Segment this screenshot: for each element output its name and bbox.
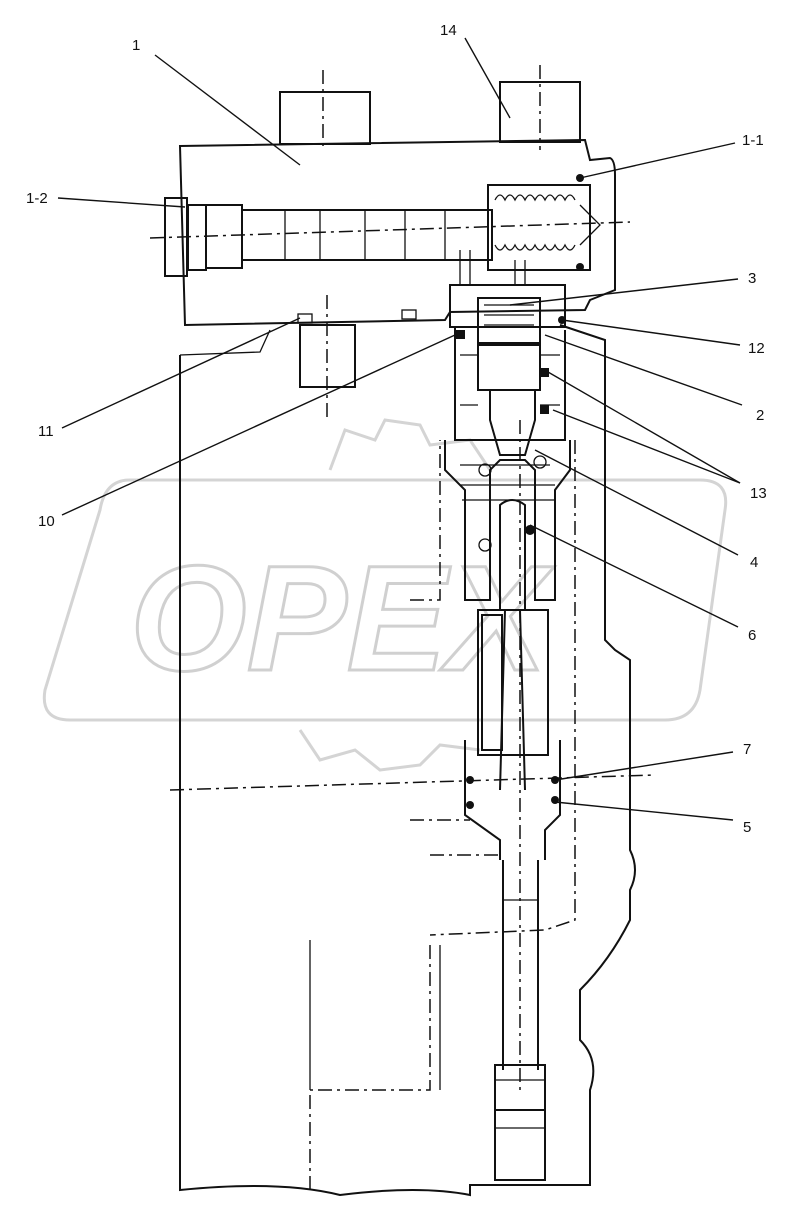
callout-2: 2 xyxy=(756,407,764,424)
watermark-logo: OPEX xyxy=(42,418,728,772)
callout-leaders xyxy=(57,37,743,821)
main-spool-cartridge xyxy=(444,284,571,1181)
callout-5: 5 xyxy=(743,819,751,836)
callout-6: 6 xyxy=(748,627,756,644)
callout-1-1: 1-1 xyxy=(742,132,764,149)
callout-12: 12 xyxy=(748,340,765,357)
callout-10: 10 xyxy=(38,513,55,530)
callout-4: 4 xyxy=(750,554,758,571)
callout-1-2: 1-2 xyxy=(26,190,48,207)
callout-7: 7 xyxy=(743,741,751,758)
valve-housing xyxy=(169,324,656,1197)
pilot-valve-body xyxy=(149,65,631,420)
callout-13: 13 xyxy=(750,485,767,502)
callout-1: 1 xyxy=(132,37,140,54)
callout-3: 3 xyxy=(748,270,756,287)
watermark-text: OPEX xyxy=(130,534,555,702)
callout-11: 11 xyxy=(38,423,54,440)
callout-labels: 1 14 1-1 1-2 3 12 2 13 4 11 10 6 7 5 xyxy=(26,22,767,836)
callout-14: 14 xyxy=(440,22,457,39)
